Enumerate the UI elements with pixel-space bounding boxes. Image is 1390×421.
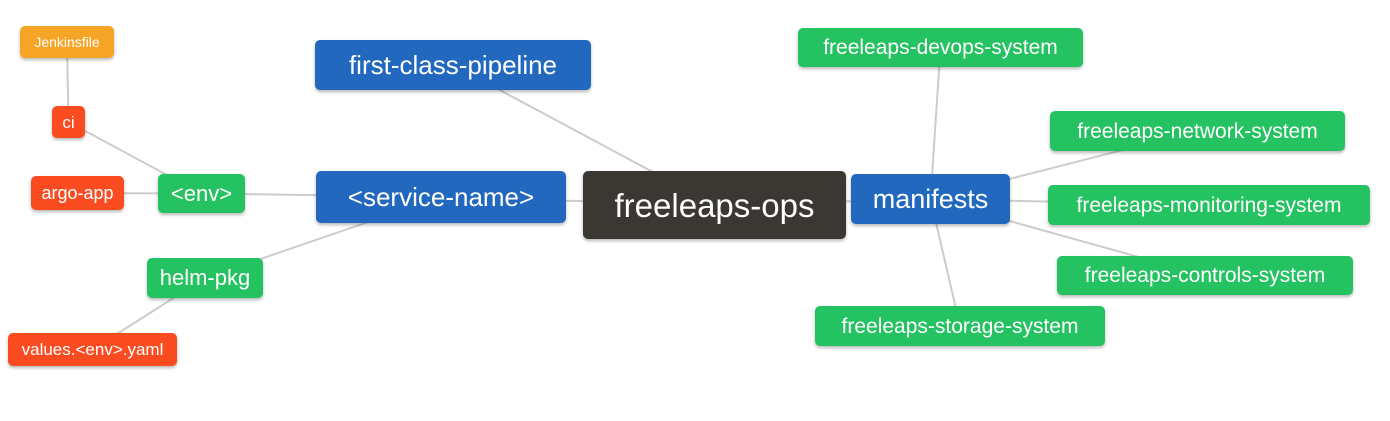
node-jenkinsfile[interactable]: Jenkinsfile xyxy=(20,26,114,58)
node-ci[interactable]: ci xyxy=(52,106,85,138)
node-service-name[interactable]: <service-name> xyxy=(316,171,566,223)
node-freeleaps-monitoring-system[interactable]: freeleaps-monitoring-system xyxy=(1048,185,1370,225)
node-helm-pkg[interactable]: helm-pkg xyxy=(147,258,263,298)
node-freeleaps-controls-system[interactable]: freeleaps-controls-system xyxy=(1057,256,1353,295)
node-values-env-yaml[interactable]: values.<env>.yaml xyxy=(8,333,177,366)
node-freeleaps-network-system[interactable]: freeleaps-network-system xyxy=(1050,111,1345,151)
node-manifests[interactable]: manifests xyxy=(851,174,1010,224)
node-freeleaps-storage-system[interactable]: freeleaps-storage-system xyxy=(815,306,1105,346)
node-freeleaps-devops-system[interactable]: freeleaps-devops-system xyxy=(798,28,1083,67)
node-env[interactable]: <env> xyxy=(158,174,245,213)
node-freeleaps-ops[interactable]: freeleaps-ops xyxy=(583,171,846,239)
node-argo-app[interactable]: argo-app xyxy=(31,176,124,210)
node-first-class-pipeline[interactable]: first-class-pipeline xyxy=(315,40,591,90)
